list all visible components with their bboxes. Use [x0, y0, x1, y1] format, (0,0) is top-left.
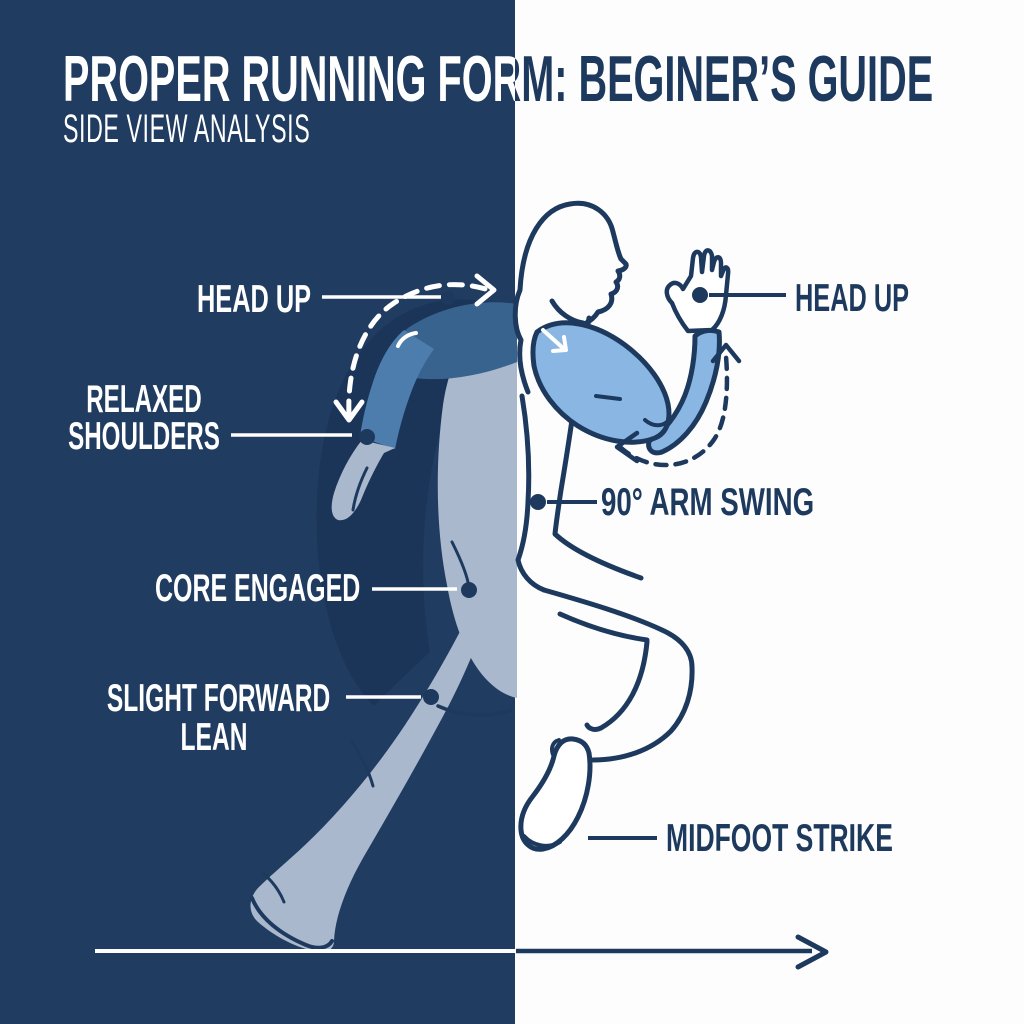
front-shoe — [518, 736, 593, 852]
marker-dot — [359, 429, 375, 445]
head-outline — [512, 200, 629, 395]
marker-dot — [692, 287, 708, 303]
elbow-crease — [643, 418, 671, 428]
calf-line — [584, 639, 650, 732]
arm-swing-arc-rear — [333, 273, 497, 423]
glute-crease — [436, 704, 513, 717]
collar-line — [549, 298, 586, 326]
elbow-highlight — [396, 331, 418, 348]
page-subtitle: SIDE VIEW ANALYSIS — [63, 107, 311, 151]
back-line — [515, 393, 547, 593]
front-upper-arm — [530, 320, 672, 445]
arrowhead-up — [710, 342, 742, 364]
marker-dot — [530, 494, 546, 510]
underarm-crease — [594, 394, 622, 401]
callout-slight-forward-lean: SLIGHT FORWARD LEAN — [106, 677, 331, 759]
ground-direction-arrow — [95, 934, 829, 970]
right-leader-lines — [530, 287, 786, 840]
callout-core-engaged: CORE ENGAGED — [155, 567, 361, 610]
rear-hand — [331, 440, 395, 521]
white-panel — [515, 0, 1024, 1024]
callout-line: SLIGHT FORWARD — [106, 677, 331, 720]
callout-line: LEAN — [180, 716, 248, 759]
navy-panel — [0, 0, 515, 1024]
callout-head-up-right: HEAD UP — [795, 277, 910, 320]
callout-line: RELAXED — [86, 378, 202, 421]
shoulder-arrow-icon — [541, 328, 568, 353]
rear-finger-line — [351, 466, 369, 512]
front-sole-line — [522, 834, 562, 848]
front-thigh-line — [541, 587, 695, 763]
front-arm — [530, 248, 731, 456]
callout-relaxed-shoulders: RELAXED SHOULDERS — [51, 378, 237, 459]
rear-shoe-sole-line — [250, 896, 334, 950]
callout-midfoot-strike: MIDFOOT STRIKE — [666, 817, 893, 860]
front-figure-outline — [512, 200, 695, 763]
rear-knee-crease — [350, 740, 375, 788]
left-leader-lines — [231, 291, 477, 705]
rear-shoe-crease — [262, 872, 286, 904]
arrowhead-left — [614, 430, 640, 464]
front-forearm — [646, 327, 722, 456]
callout-line: SHOULDERS — [68, 415, 220, 459]
arrowhead-right — [474, 273, 497, 307]
marker-dot — [441, 291, 455, 305]
heel-tab — [549, 738, 561, 759]
callout-arm-swing: 90° ARM SWING — [601, 481, 815, 524]
arm-swing-arc-front — [614, 342, 742, 468]
marker-dot — [461, 582, 477, 598]
callout-head-up-left: HEAD UP — [197, 278, 312, 321]
hamstring-line — [557, 611, 650, 643]
marker-dot — [423, 689, 439, 705]
rear-arm — [331, 302, 517, 521]
arrowhead-down — [333, 399, 365, 423]
arrowhead-right — [795, 934, 829, 970]
